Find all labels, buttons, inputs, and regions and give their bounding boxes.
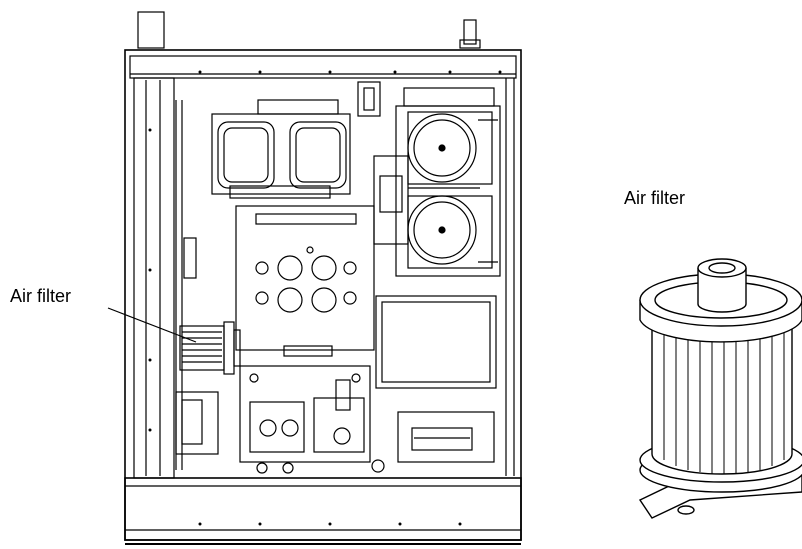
leader-line <box>107 307 197 343</box>
valve-manifold <box>239 365 385 474</box>
pump-assembly <box>373 105 501 277</box>
unit-top-view <box>124 11 522 545</box>
air-filter-callout-right: Air filter <box>624 188 686 208</box>
left-rail <box>133 77 175 479</box>
rear-connector <box>137 11 165 49</box>
valve-block <box>403 87 495 107</box>
air-filter-callout-left: Air filter <box>10 286 72 306</box>
front-panel <box>124 477 522 541</box>
valve-top <box>357 81 381 117</box>
air-filter-detail <box>638 258 802 519</box>
right-subpanel <box>375 295 497 389</box>
air-filter-in-unit <box>179 321 241 375</box>
center-plate <box>235 205 375 357</box>
unit-housing <box>124 49 522 541</box>
top-fitting <box>463 19 477 45</box>
lower-left-bracket <box>175 391 219 455</box>
connector-board <box>397 411 495 463</box>
transformer <box>211 99 351 199</box>
